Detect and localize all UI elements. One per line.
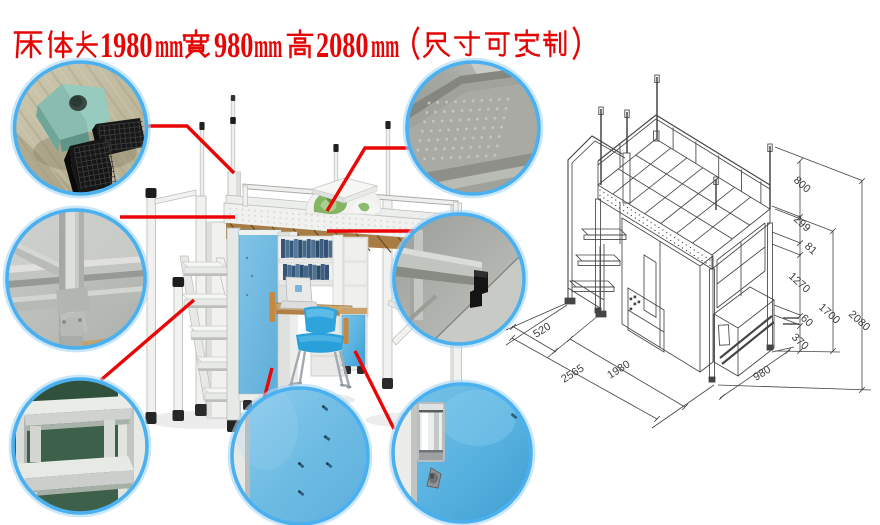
svg-text:800: 800 (791, 174, 813, 195)
svg-text:1270: 1270 (786, 270, 812, 295)
svg-text:520: 520 (531, 321, 553, 341)
svg-text:1980: 1980 (100, 25, 153, 65)
svg-text:2080: 2080 (846, 308, 872, 333)
svg-text:370: 370 (789, 331, 811, 352)
svg-text:980: 980 (751, 364, 773, 384)
svg-text:1700: 1700 (816, 301, 842, 326)
svg-text:mm: mm (371, 27, 399, 65)
svg-text:mm: mm (254, 27, 282, 65)
svg-text:81: 81 (802, 240, 819, 257)
svg-text:980: 980 (214, 25, 253, 65)
svg-text:mm: mm (155, 27, 183, 65)
svg-text:2565: 2565 (559, 362, 586, 385)
svg-text:2080: 2080 (316, 25, 369, 65)
